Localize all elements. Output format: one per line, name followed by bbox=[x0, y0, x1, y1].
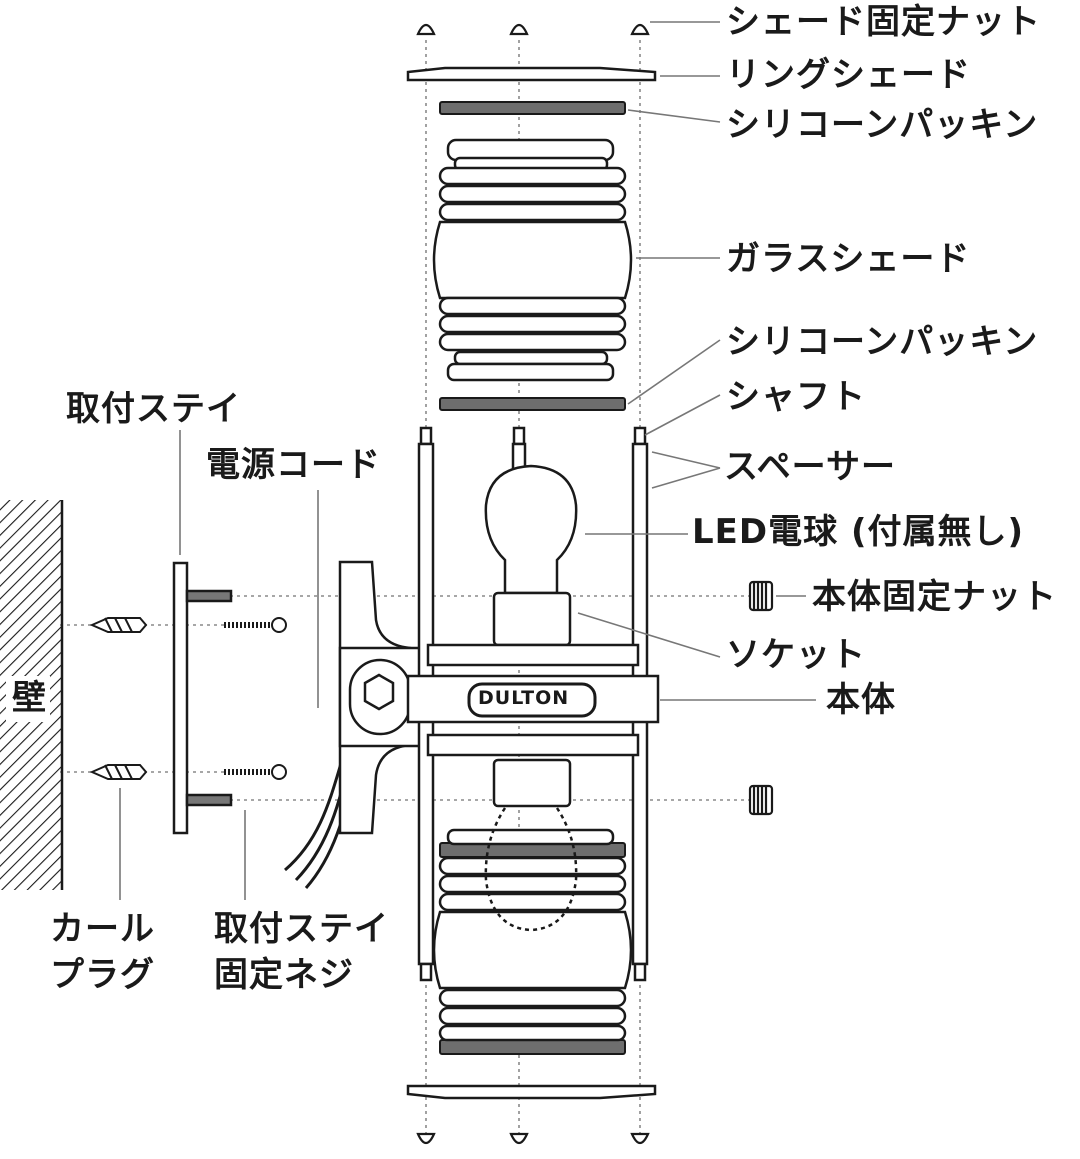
label-stay-screw: 取付ステイ 固定ネジ bbox=[214, 906, 389, 998]
label-glass-shade: ガラスシェード bbox=[726, 239, 971, 279]
glass-shade-upper bbox=[432, 138, 633, 382]
label-curl-plug-line1: カール bbox=[50, 909, 155, 949]
label-silicone-packing-mid: シリコーンパッキン bbox=[726, 322, 1039, 362]
lamp-body bbox=[406, 643, 660, 757]
shade-nuts-top bbox=[416, 23, 650, 36]
silicone-packings bbox=[439, 101, 626, 1055]
guide-lines bbox=[60, 40, 760, 1135]
label-silicone-packing-top: シリコーンパッキン bbox=[726, 105, 1039, 145]
glass-shade-lower bbox=[432, 807, 633, 1042]
label-mounting-stay: 取付ステイ bbox=[66, 389, 241, 429]
shade-nuts-bottom bbox=[416, 1132, 650, 1145]
label-body-nut: 本体固定ナット bbox=[812, 577, 1057, 617]
label-curl-plug-line2: プラグ bbox=[50, 955, 155, 995]
leader-lines bbox=[119, 21, 816, 900]
stay-screw bbox=[224, 617, 287, 780]
label-led-bulb: LED電球 (付属無し) bbox=[692, 512, 1025, 552]
label-wall: 壁 bbox=[12, 678, 47, 718]
dulton-logo: DULTON bbox=[478, 687, 570, 709]
label-shade-nut: シェード固定ナット bbox=[726, 2, 1041, 42]
curl-plug bbox=[89, 617, 148, 780]
label-ring-shade: リングシェード bbox=[726, 55, 971, 95]
label-stay-screw-line2: 固定ネジ bbox=[214, 955, 354, 995]
label-shaft: シャフト bbox=[726, 377, 866, 417]
led-bulb bbox=[484, 464, 578, 595]
wall bbox=[0, 500, 64, 890]
label-power-cord: 電源コード bbox=[206, 445, 381, 485]
body-nuts bbox=[748, 580, 774, 816]
label-stay-screw-line1: 取付ステイ bbox=[214, 909, 389, 949]
ring-shade-top bbox=[406, 66, 657, 82]
label-body: 本体 bbox=[826, 680, 896, 720]
ring-shade-bottom bbox=[406, 1084, 657, 1100]
label-curl-plug: カール プラグ bbox=[50, 906, 155, 998]
label-spacer: スペーサー bbox=[724, 447, 896, 487]
label-socket: ソケット bbox=[726, 635, 866, 675]
mounting-stay bbox=[172, 561, 233, 835]
